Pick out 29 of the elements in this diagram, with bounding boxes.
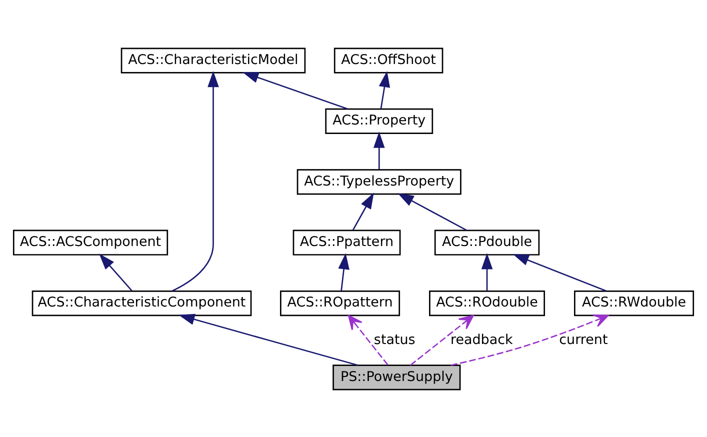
node-box: ACS::RWdouble [574, 290, 694, 316]
node-box: ACS::ROdouble [429, 290, 545, 316]
node-box: ACS::CharacteristicComponent [32, 290, 252, 316]
node-box: ACS::Ppattern [292, 229, 401, 255]
node-box: ACS::OffShoot [334, 47, 444, 73]
node-box: ACS::CharacteristicModel [120, 47, 306, 73]
node-box: ACS::Property [325, 108, 434, 134]
arrow [242, 72, 348, 110]
node-box: ACS::Pdouble [434, 229, 540, 255]
arrow [373, 131, 385, 169]
node-box: ACS::ROpattern [280, 290, 400, 316]
edge-label: status [374, 331, 416, 348]
arrow [378, 70, 390, 108]
arrow [178, 313, 358, 366]
arrow [512, 254, 607, 292]
node-box: ACS::ACSComponent [12, 229, 168, 255]
arrow [450, 314, 609, 366]
arrow [99, 253, 132, 291]
arrow [481, 252, 493, 290]
arrow [398, 192, 468, 230]
arrow [348, 314, 388, 365]
arrow [352, 192, 374, 230]
arrow [172, 70, 219, 292]
node-box: ACS::TypelessProperty [296, 168, 462, 194]
edge-label: current [559, 331, 608, 348]
arrow [410, 314, 474, 366]
arrow [338, 252, 350, 290]
edge-label: readback [450, 331, 513, 348]
node-box: PS::PowerSupply [332, 364, 461, 390]
